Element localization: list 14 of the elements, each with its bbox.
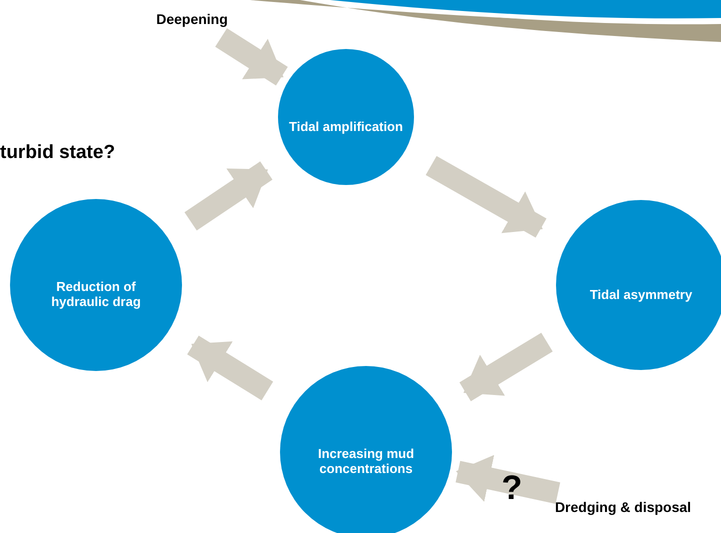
question-text: turbid state? (0, 141, 116, 165)
block-arrow (456, 454, 560, 504)
factor-label: Dredging & disposal (530, 496, 716, 518)
node-label: Tidal asymmetry (590, 286, 692, 302)
block-arrow (459, 332, 553, 402)
node-label: Tidal amplification (289, 118, 403, 134)
node-label: Reduction of hydraulic drag (50, 279, 142, 309)
edge-label: ? (502, 471, 522, 506)
block-arrow (426, 156, 546, 238)
block-arrow (187, 336, 274, 400)
factor-label: Deepening (140, 8, 244, 30)
block-arrow (184, 161, 272, 231)
block-arrow (215, 28, 288, 86)
node-label: Increasing mud concentrations (316, 446, 416, 476)
